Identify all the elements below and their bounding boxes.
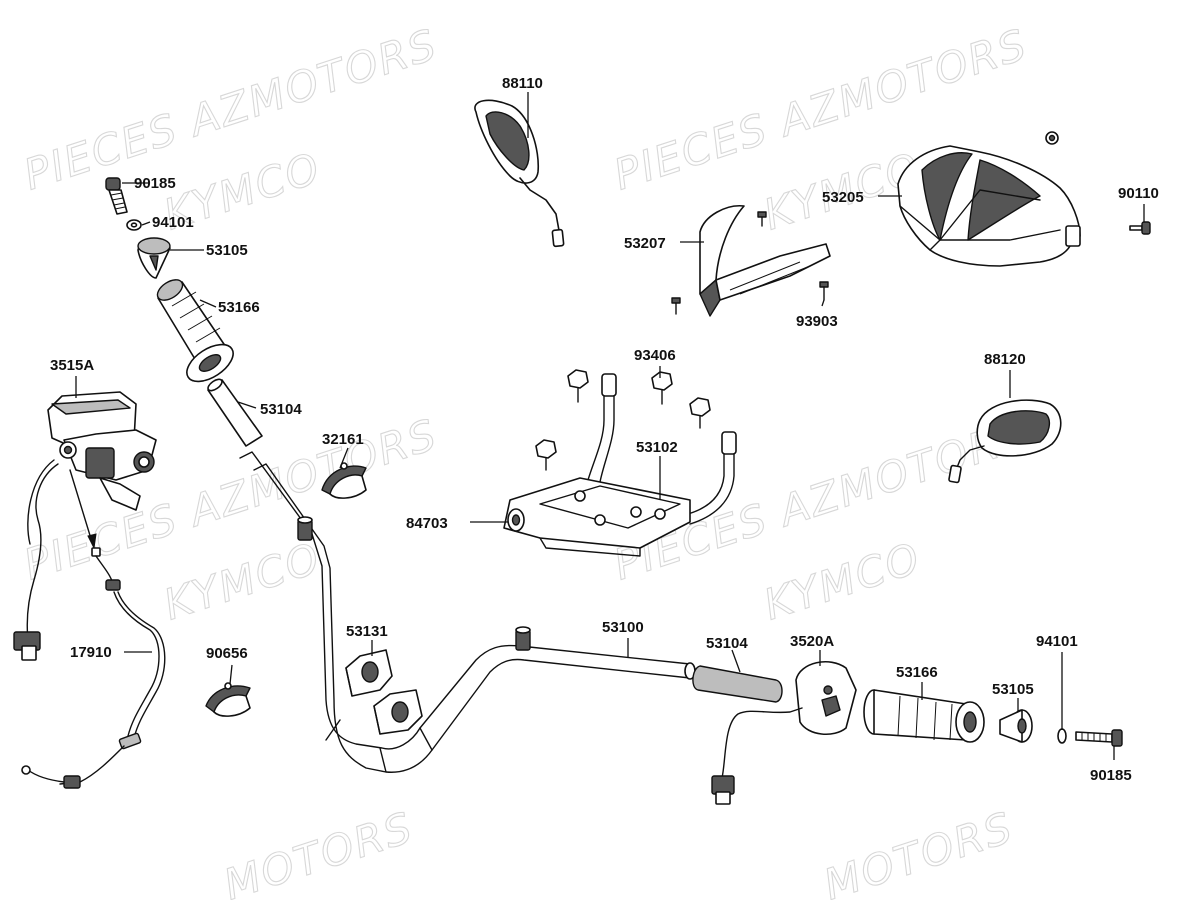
label-3520A: 3520A [790, 633, 834, 650]
label-53105-right: 53105 [992, 681, 1034, 698]
label-3515A: 3515A [50, 357, 94, 374]
handlebar-holder-53131-upper-part [345, 649, 393, 697]
label-53166-top: 53166 [218, 299, 260, 316]
label-17910: 17910 [70, 644, 112, 661]
grip-53166-top-part [156, 279, 234, 383]
cable-17910-part [21, 547, 166, 789]
label-90656: 90656 [206, 645, 248, 662]
damper-84703-part [507, 508, 525, 532]
grip-53166-right-part [863, 689, 985, 743]
label-53205: 53205 [822, 189, 864, 206]
handlebar-53100-part [239, 451, 696, 773]
label-88120: 88120 [984, 351, 1026, 368]
label-90110: 90110 [1118, 185, 1159, 202]
end-cap-53105-top-part [137, 237, 171, 279]
cable-clamp-32161-part [321, 462, 367, 499]
label-53100: 53100 [602, 619, 644, 636]
label-53105-top: 53105 [206, 242, 248, 259]
watermark-kymco: KYMCO [758, 533, 927, 630]
screw-90110-part [1129, 221, 1151, 235]
cable-clamp-90656-part [205, 682, 251, 717]
end-cap-53105-right-part [999, 709, 1033, 743]
brake-switch-harness-part [13, 459, 59, 661]
screw-93903-part [819, 281, 829, 301]
throttle-tube-53104-left-part [207, 378, 263, 447]
part-number-labels: 88110 90185 94101 53105 53166 3515A 5310… [50, 75, 1159, 784]
label-53104-right: 53104 [706, 635, 748, 652]
bracket-53102-part [503, 373, 737, 557]
label-94101-top: 94101 [152, 214, 194, 231]
handlebar-holder-53131-lower-part [373, 689, 423, 735]
label-94101-right: 94101 [1036, 633, 1078, 650]
throttle-tube-53104-right-part [692, 665, 783, 703]
washer-94101-right-part [1057, 728, 1067, 744]
label-90185-top: 90185 [134, 175, 176, 192]
watermark-motors: MOTORS [218, 802, 419, 900]
label-53131: 53131 [346, 623, 388, 640]
label-53207: 53207 [624, 235, 666, 252]
windshield-53205-part [897, 131, 1081, 267]
watermark-motors: MOTORS [818, 802, 1019, 900]
bolt-90185-right-part [1075, 729, 1123, 747]
label-93903: 93903 [796, 313, 838, 330]
label-90185-right: 90185 [1090, 767, 1132, 784]
bolt-90185-top-part [105, 177, 128, 215]
leader-lines [75, 92, 1145, 760]
label-84703: 84703 [406, 515, 448, 532]
label-53104-left: 53104 [260, 401, 302, 418]
master-cylinder-3515A-part [47, 391, 157, 511]
switch-housing-3520A-part [711, 660, 857, 805]
label-53166-right: 53166 [896, 664, 938, 681]
watermark-kymco: KYMCO [158, 533, 327, 630]
label-32161: 32161 [322, 431, 364, 448]
label-93406: 93406 [634, 347, 676, 364]
mirror-right-part [948, 399, 1062, 484]
mirror-left-part [474, 99, 565, 248]
label-53102: 53102 [636, 439, 678, 456]
label-88110: 88110 [502, 75, 543, 92]
bolts-93406-part [535, 369, 711, 471]
arrow-3515A-to-17910 [69, 469, 97, 550]
cover-53207-part [671, 205, 831, 317]
washer-94101-top-part [126, 219, 142, 231]
